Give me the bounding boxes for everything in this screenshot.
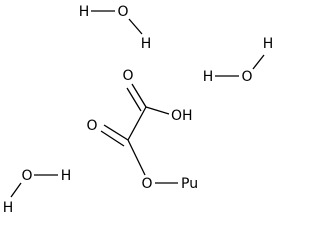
chemical-structure-diagram: H O H H O H H O H O OH O O <box>3 4 274 216</box>
water-2-oxygen: O <box>241 69 252 85</box>
water-3-hydrogen-right: H <box>61 168 72 184</box>
water-molecule-1: H O H <box>79 4 152 52</box>
oxalate-molecule: O OH O O Pu <box>86 68 198 192</box>
water-molecule-3: H O H <box>3 168 72 216</box>
ester-oxygen: O <box>141 176 152 192</box>
water-2-bond-o-h <box>252 54 265 70</box>
ester-oxygen-bond <box>127 139 146 176</box>
water-1-oxygen: O <box>117 4 128 20</box>
water-1-bond-o-h <box>128 18 143 35</box>
water-2-hydrogen-left: H <box>203 69 214 85</box>
water-3-hydrogen-left: H <box>3 200 14 216</box>
water-3-bond-h-o <box>10 182 22 198</box>
water-2-hydrogen-right: H <box>263 36 274 52</box>
carbonyl-oxygen-top: O <box>122 68 133 84</box>
carbonyl-bond-lower-1 <box>103 124 129 141</box>
carbonyl-oxygen-lower: O <box>86 118 97 134</box>
water-molecule-2: H O H <box>203 36 274 85</box>
water-1-hydrogen-right: H <box>141 36 152 52</box>
carbon-carbon-bond <box>127 106 147 141</box>
hydroxyl-bond <box>145 106 170 115</box>
hydroxyl-group: OH <box>171 108 193 124</box>
plutonium-atom: Pu <box>181 176 198 192</box>
carbonyl-bond-lower-2 <box>100 130 125 147</box>
carbonyl-bond-top-2 <box>126 87 142 112</box>
water-1-hydrogen-left: H <box>79 4 90 20</box>
water-3-oxygen: O <box>21 168 32 184</box>
carbonyl-bond-top-1 <box>131 83 147 108</box>
